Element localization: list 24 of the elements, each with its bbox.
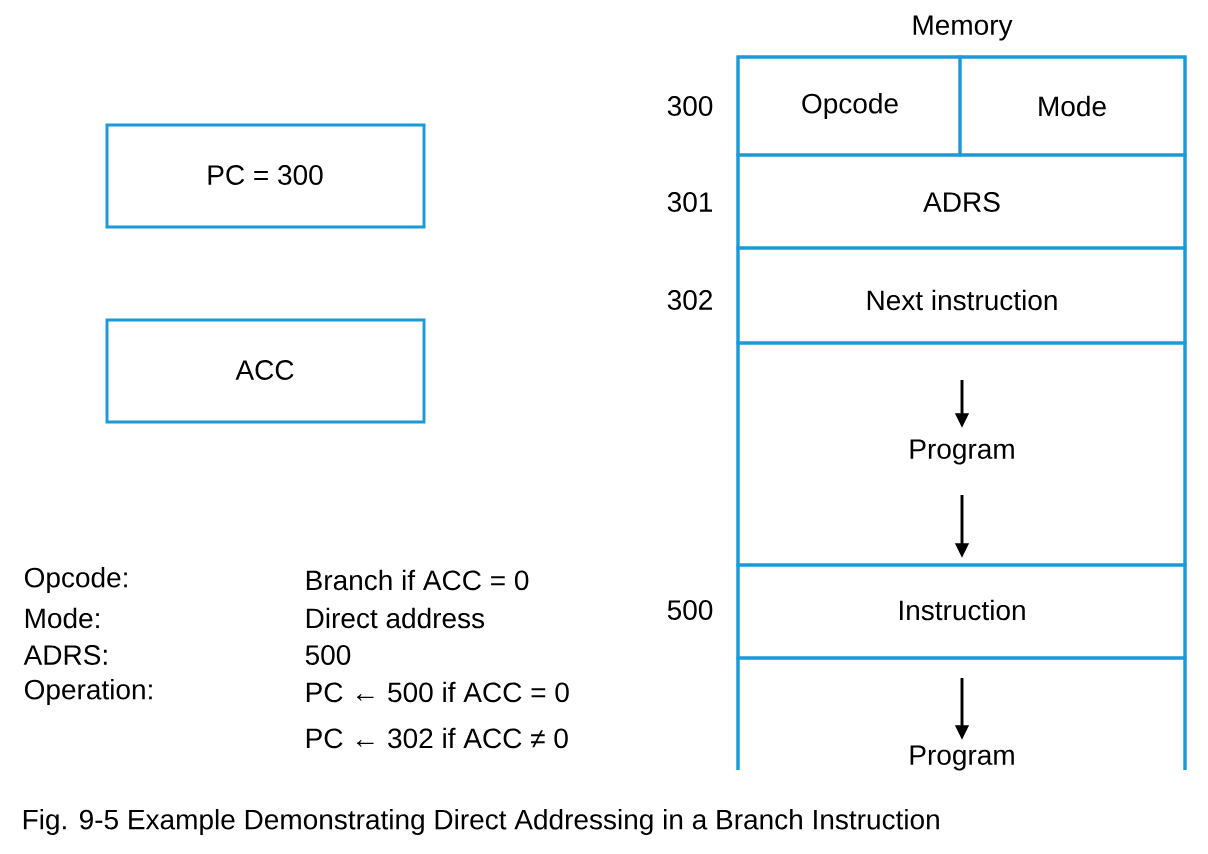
caption: Fig. 9-5 Example Demonstrating Direct Addressing in a Branch Instruction	[23, 808, 939, 836]
address-label: 301	[667, 192, 712, 212]
memory-cell: Program	[736, 341, 1187, 567]
address-label: 300	[667, 96, 713, 116]
address-label: 500	[667, 600, 713, 620]
legend-text: 500	[305, 645, 351, 665]
node-label: Memory	[913, 15, 1013, 41]
memory-cell: Program	[736, 656, 1187, 771]
memory-cell: Mode	[958, 55, 1187, 157]
register-box: PC = 300	[105, 123, 426, 229]
legend-text: PC ← 302 if ACC ≠ 0	[306, 727, 568, 749]
legend-text: Opcode:	[24, 566, 127, 594]
memory-cell: Next instruction	[736, 246, 1187, 345]
register-box: ACC	[105, 318, 426, 424]
memory-cell: Opcode	[736, 55, 962, 157]
legend-text: PC ← 500 if ACC = 0	[306, 681, 569, 703]
legend-text: Direct address	[306, 607, 485, 629]
legend-text: Operation:	[24, 678, 152, 706]
memory-cell: Instruction	[736, 563, 1187, 660]
address-label: 302	[667, 290, 712, 310]
legend-text: Branch if ACC = 0	[306, 569, 529, 591]
memory-cell: ADRS	[736, 153, 1187, 250]
legend-text: Mode:	[25, 607, 99, 629]
legend-text: ADRS:	[23, 645, 107, 665]
